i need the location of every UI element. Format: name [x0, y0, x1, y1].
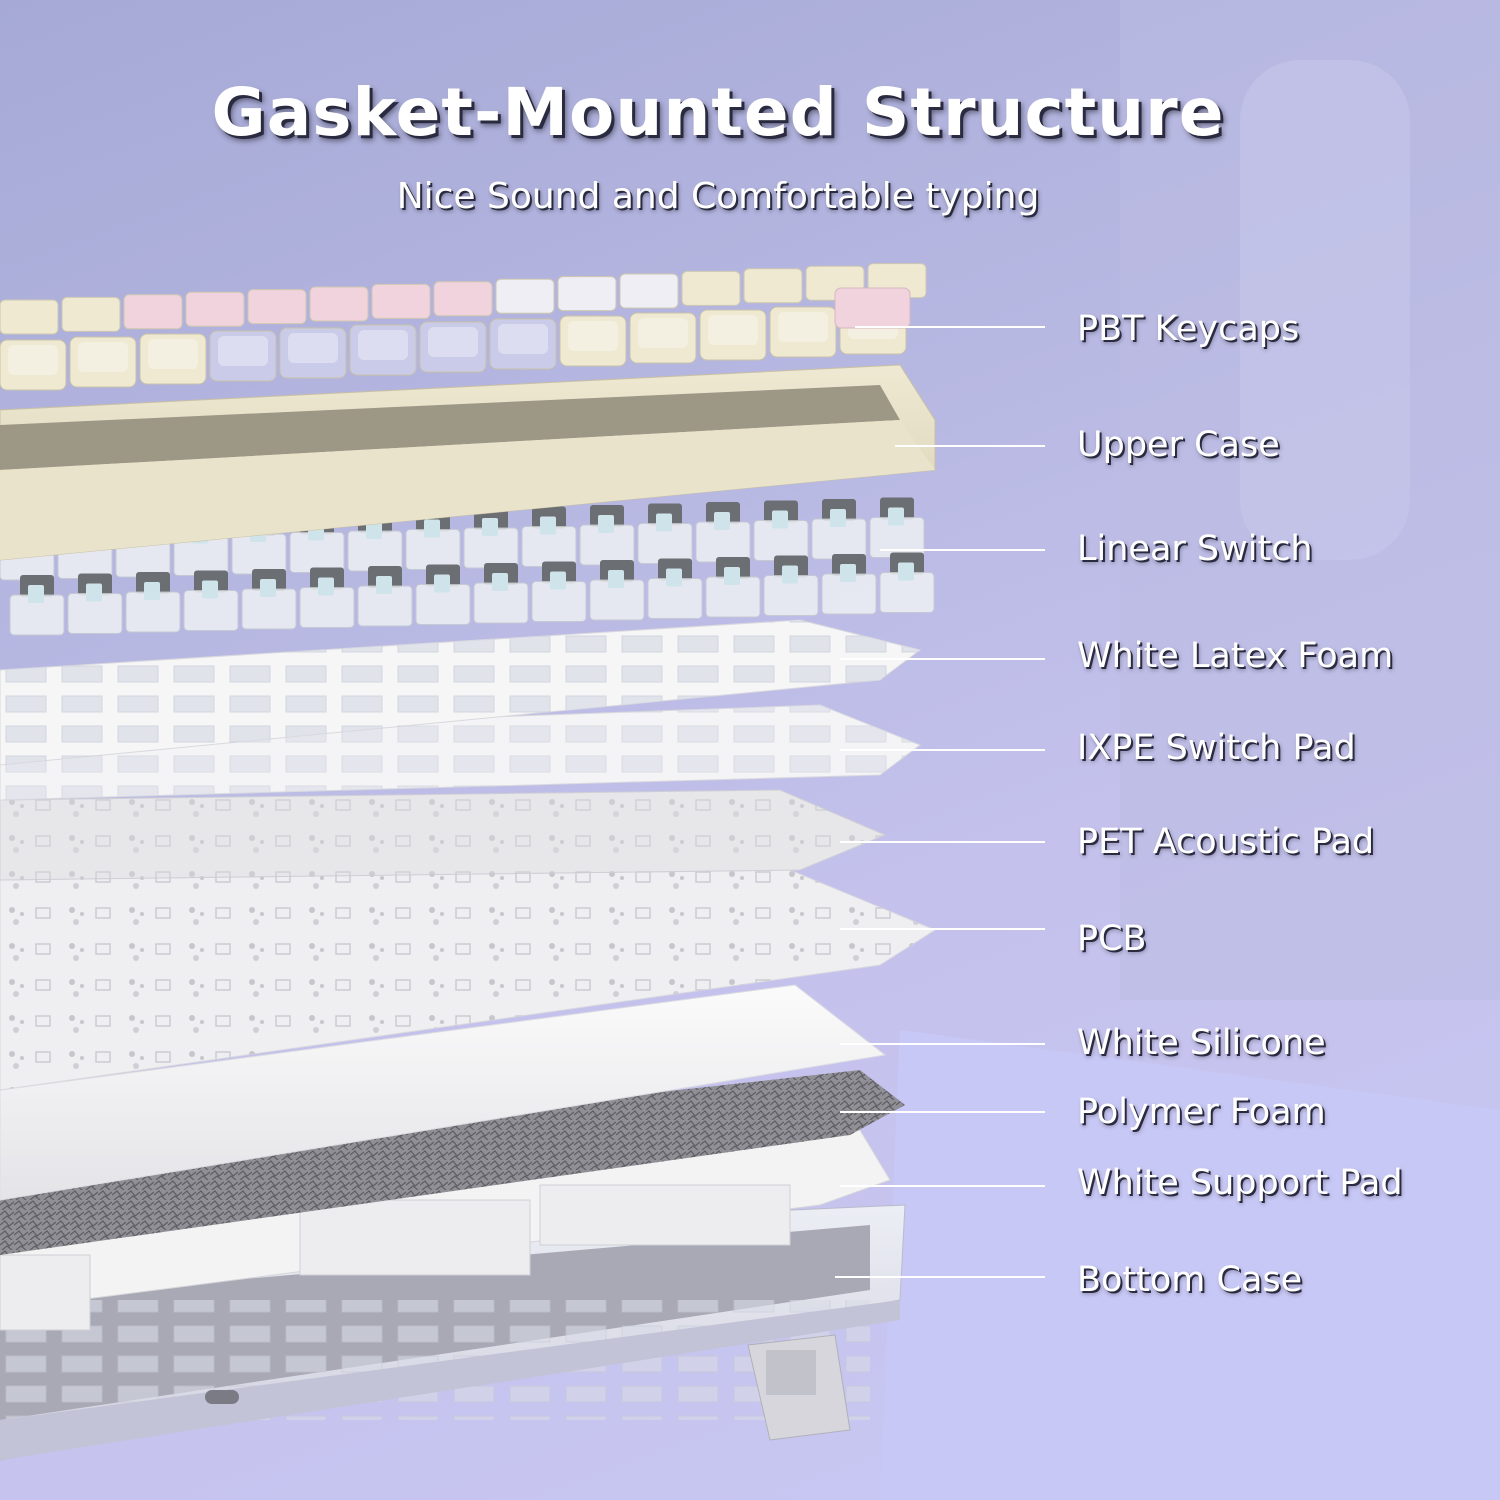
label-white-support-pad: White Support Pad: [1077, 1163, 1403, 1203]
polymer-foam-layer: [0, 1070, 905, 1255]
leader-lines: [835, 326, 1045, 1278]
label-upper-case: Upper Case: [1077, 425, 1280, 465]
label-bottom-case: Bottom Case: [1077, 1260, 1303, 1300]
label-pbt-keycaps: PBT Keycaps: [1077, 309, 1300, 349]
page-subtitle: Nice Sound and Comfortable typing: [396, 176, 1040, 217]
page-title: Gasket-Mounted Structure: [211, 74, 1225, 151]
pbt-keycaps-layer: [0, 263, 927, 391]
bottom-case-layer: [0, 1204, 906, 1461]
label-polymer-foam: Polymer Foam: [1077, 1092, 1326, 1132]
label-pcb: PCB: [1077, 919, 1147, 959]
linear-switch-layer: [0, 497, 935, 636]
white-silicone-layer: [0, 984, 887, 1201]
label-white-silicone: White Silicone: [1077, 1023, 1326, 1063]
pet-acoustic-pad-layer: [0, 789, 887, 881]
label-pet-acoustic-pad: PET Acoustic Pad: [1077, 822, 1375, 862]
label-linear-switch: Linear Switch: [1077, 529, 1313, 569]
upper-case-layer: [0, 364, 936, 561]
white-latex-foam-layer: [0, 619, 922, 766]
label-ixpe-switch-pad: IXPE Switch Pad: [1077, 728, 1356, 768]
label-white-latex-foam: White Latex Foam: [1077, 636, 1394, 676]
